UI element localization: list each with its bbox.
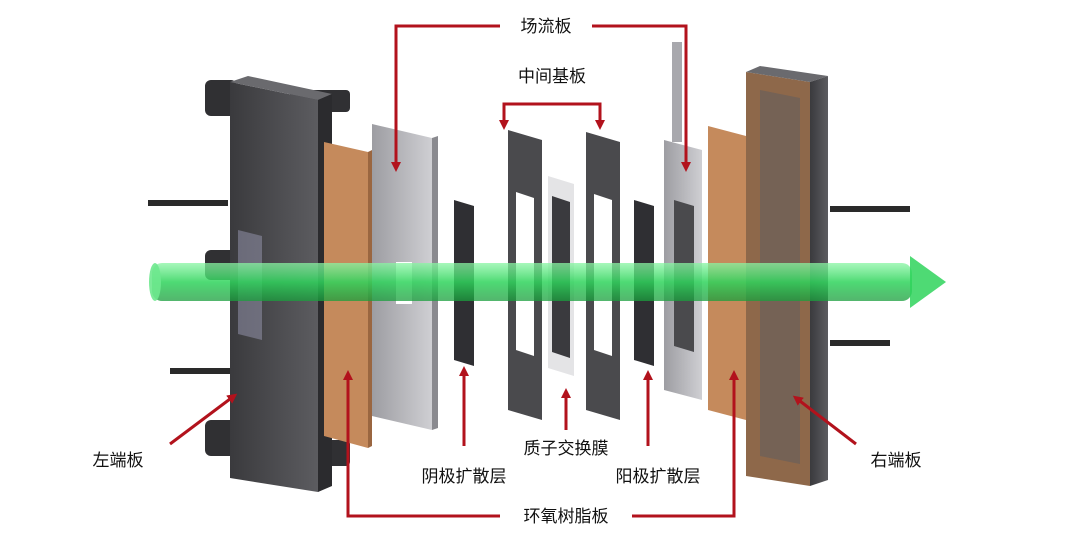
arrow-right-end [792, 395, 857, 446]
arrow-epoxy-left [343, 370, 500, 518]
arrow-flow-plate-right [592, 24, 691, 172]
label-cathode-diffusion-layer: 阴极扩散层 [422, 467, 507, 487]
label-flow-field-plate: 场流板 [521, 17, 572, 37]
gas-flow-beam [149, 256, 946, 308]
left-rod-lower [170, 368, 230, 374]
label-middle-base-plate: 中间基板 [518, 67, 586, 87]
arrow-left-end [169, 393, 238, 446]
annotation-arrows [169, 24, 857, 518]
label-right-end-plate: 右端板 [871, 451, 922, 471]
label-left-end-plate: 左端板 [93, 451, 144, 471]
label-epoxy-resin-plate: 环氧树脂板 [524, 507, 609, 527]
arrow-epoxy-right [632, 370, 739, 518]
label-proton-exchange-membrane: 质子交换膜 [524, 439, 609, 459]
left-rod-upper [148, 200, 228, 206]
label-anode-diffusion-layer: 阳极扩散层 [616, 467, 701, 487]
right-flow-field-plate [664, 42, 702, 400]
middle-plate-bracket [502, 102, 602, 126]
arrow-flow-plate-left [391, 24, 500, 172]
